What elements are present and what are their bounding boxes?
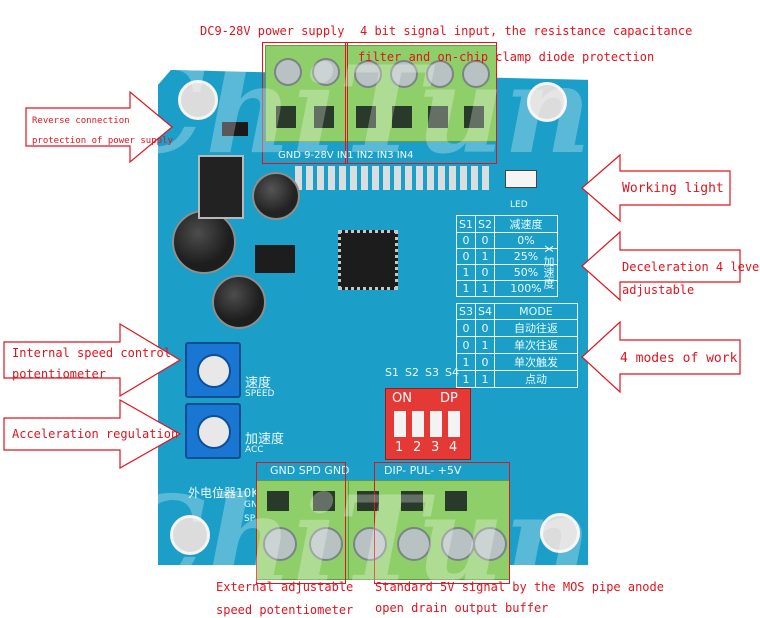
ext-pot-terminal-block	[256, 480, 350, 580]
output-annotation: Standard 5V signal by the MOS pipe anode	[375, 580, 664, 594]
ext-pot-label: 外电位器10K	[188, 486, 260, 500]
capacitor	[212, 275, 266, 329]
arrow-right	[25, 90, 173, 164]
power-terminal-outline	[262, 42, 348, 164]
reverse-annotation: Reverse connection	[32, 116, 130, 126]
dip-on-label: ON	[392, 391, 412, 406]
dip-number: 4	[449, 440, 458, 455]
mode-header: MODE	[493, 303, 578, 320]
mcu-chip	[338, 230, 398, 290]
mounting-hole	[527, 82, 567, 122]
signal-input-annotation: 4 bit signal input, the resistance capac…	[360, 24, 693, 38]
mosfet	[255, 245, 295, 273]
dip-side-label: S1	[385, 366, 399, 379]
accel-annotation: Acceleration regulation	[12, 427, 179, 441]
decel-annotation: Deceleration 4 level	[622, 260, 760, 274]
ext-pot-terminal-outline	[256, 462, 346, 584]
power-supply-annotation: DC9-28V power supply	[200, 24, 345, 38]
arrow-right	[3, 322, 182, 398]
mode-cell: 点动	[493, 370, 578, 388]
decel-cell: 25%	[493, 248, 558, 265]
signal-terminal-outline	[345, 42, 497, 164]
arrow-left	[581, 153, 731, 223]
acc-potentiometer[interactable]	[185, 403, 241, 459]
working-light-annotation: Working light	[622, 181, 724, 196]
arrow-left	[581, 230, 741, 302]
decel-cell: 100%	[493, 280, 558, 297]
led-label: LED	[510, 200, 528, 210]
decel-cell: 1	[456, 280, 476, 297]
arrow-right	[3, 398, 182, 470]
power-terminal-block	[265, 45, 347, 142]
mounting-hole	[170, 515, 210, 555]
decel-cell: 0%	[493, 232, 558, 249]
mode-header: S4	[474, 303, 495, 320]
voltage-regulator	[198, 155, 244, 219]
dip-side-label: S3	[425, 366, 439, 379]
signal-terminal-block	[345, 45, 497, 142]
ext-pot-annotation: speed potentiometer	[216, 603, 354, 617]
capacitor	[172, 210, 236, 274]
output-annotation: open drain output buffer	[375, 601, 549, 615]
dip-switch[interactable]: ON DP 1 2 3 4	[385, 388, 471, 460]
resistor-array	[295, 166, 490, 190]
dip-dp-label: DP	[440, 391, 458, 406]
dip-side-label: S4	[445, 366, 459, 379]
dip-side-label: S2	[405, 366, 419, 379]
output-terminal-block	[348, 480, 510, 580]
acc-en-label: ACC	[245, 445, 264, 455]
ext-pot-annotation: External adjustable	[216, 580, 354, 594]
output-terminal-outline	[374, 462, 510, 584]
reverse-annotation: protection of power supply	[32, 136, 173, 146]
modes-annotation: 4 modes of work	[620, 351, 738, 366]
mounting-hole	[540, 513, 580, 553]
bottom-left-label: GND SPD GND	[270, 464, 350, 477]
acc-cn-label: 加速度	[245, 432, 285, 447]
speed-pot-annotation: potentiometer	[12, 367, 106, 381]
watermark: ChiTun	[110, 470, 592, 611]
decel-annotation: adjustable	[622, 283, 695, 297]
watermark: ChiTun	[110, 40, 592, 181]
speed-pot-annotation: Internal speed control	[12, 346, 171, 360]
gnd-small-label: GND	[244, 500, 265, 510]
arrow-left	[581, 320, 741, 394]
dip-number: 2	[413, 440, 422, 455]
dip-number: 1	[395, 440, 404, 455]
led-indicator	[505, 170, 537, 188]
mode-cell: 单次往返	[493, 336, 578, 354]
spd-small-label: SPD	[244, 514, 263, 524]
dip-number: 3	[431, 440, 440, 455]
speed-en-label: SPEED	[245, 389, 275, 399]
speed-cn-label: 速度	[245, 376, 272, 391]
mounting-hole	[178, 80, 218, 120]
signal-input-annotation: filter and on-chip clamp diode protectio…	[358, 50, 655, 64]
x-accel-label: X 加速度	[542, 245, 555, 290]
diode	[222, 122, 248, 136]
bottom-right-label: DIP- PUL- +5V	[384, 464, 462, 477]
capacitor	[252, 172, 300, 220]
speed-potentiometer[interactable]	[185, 342, 241, 398]
top-terminal-label: GND 9-28V IN1 IN2 IN3 IN4	[278, 150, 414, 161]
